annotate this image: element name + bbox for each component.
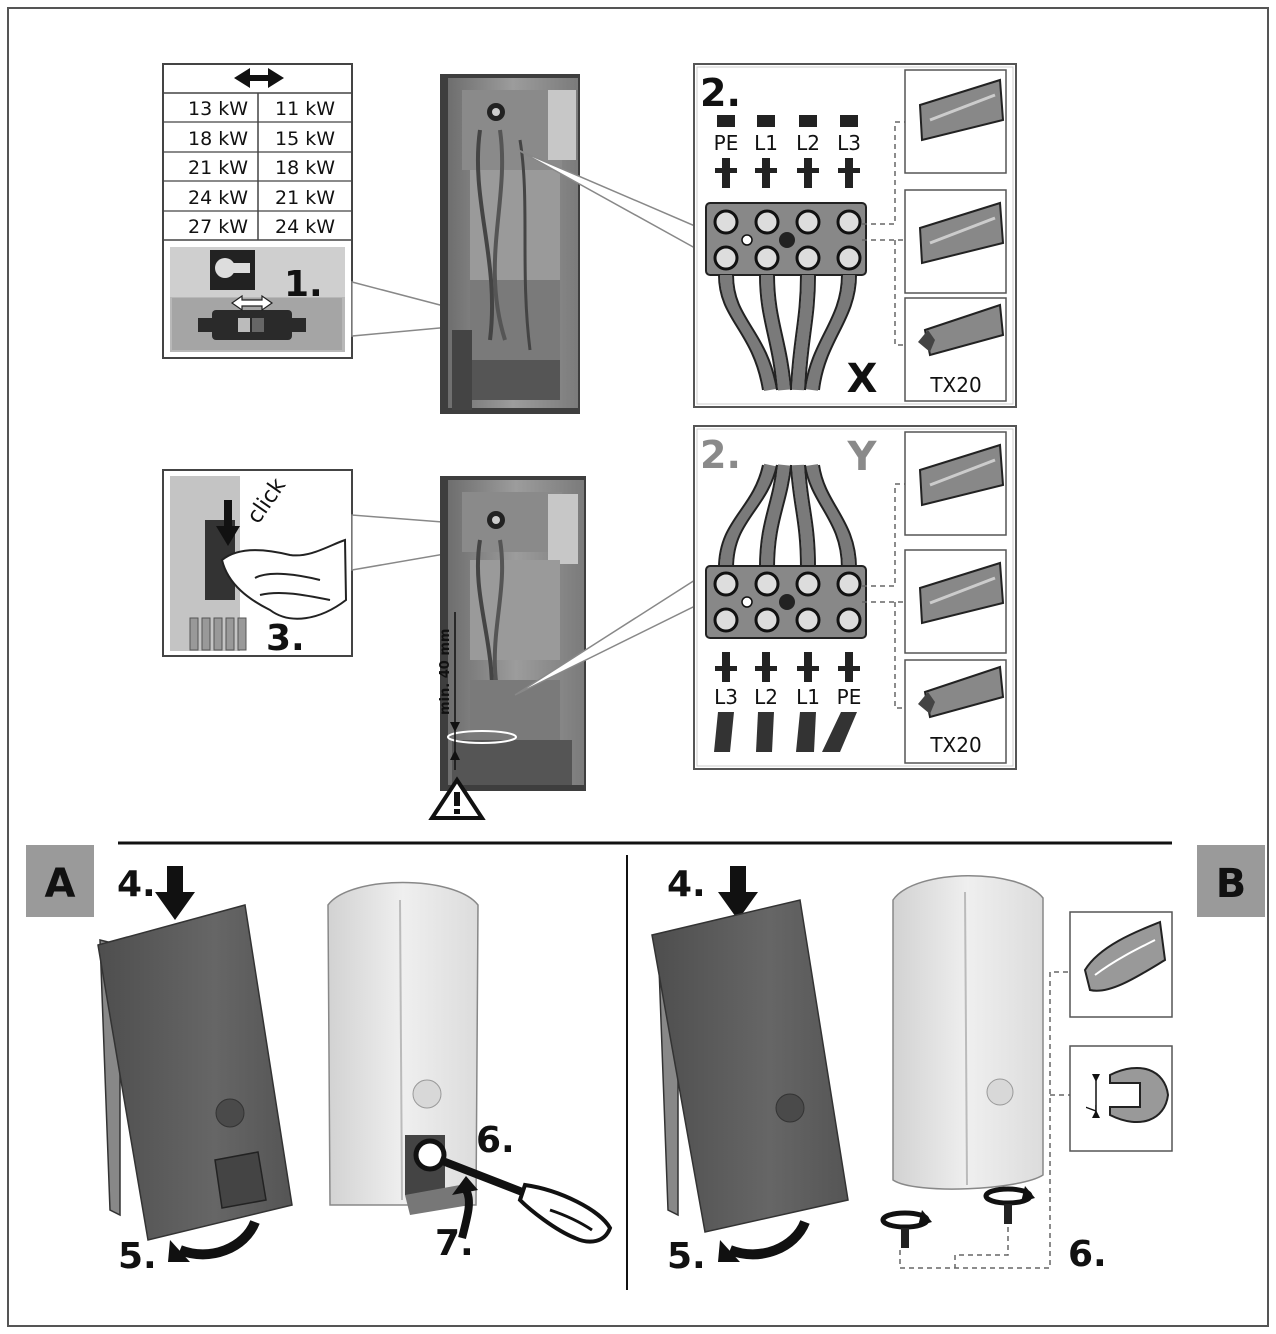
step-6-label-a: 6.	[476, 1120, 515, 1161]
step-2-label-y: 2.	[700, 433, 741, 477]
power-cell-right: 15 kW	[275, 128, 335, 150]
svg-text:L3: L3	[714, 685, 738, 709]
flat-screwdriver-icon	[904, 549, 1007, 654]
power-selector-panel: 13 kW 11 kW 18 kW 15 kW 21 kW 18 kW 24 k…	[162, 63, 353, 359]
flat-screwdriver-icon	[904, 69, 1007, 174]
terminal-panel-y: 2. Y L3	[693, 425, 1017, 770]
svg-text:PE: PE	[714, 131, 739, 155]
terminal-label-l2: L2	[796, 115, 820, 188]
variant-y-label: Y	[847, 434, 878, 480]
terminal-label-l2-y: L2	[754, 652, 778, 709]
power-cell-right: 11 kW	[275, 98, 335, 120]
step-1-label: 1.	[284, 264, 323, 305]
step-4-label-b: 4.	[667, 864, 706, 905]
power-table-row: 21 kW 18 kW	[188, 157, 335, 179]
click-panel: click 3.	[162, 469, 353, 659]
dark-cover-b	[651, 899, 849, 1233]
step-5-label-b: 5.	[667, 1236, 706, 1277]
hand-icon	[220, 538, 348, 620]
cables-x	[720, 274, 855, 392]
power-cell-left: 27 kW	[188, 216, 248, 238]
swing-arrow-icon	[168, 1219, 260, 1262]
torx-screwdriver-icon: TX20	[904, 297, 1007, 402]
cables-y	[720, 463, 855, 569]
section-b-badge: B	[1197, 845, 1265, 917]
power-cell-left: 21 kW	[188, 157, 248, 179]
svg-text:A: A	[45, 861, 76, 907]
step-7-label-a: 7.	[435, 1223, 474, 1264]
svg-text:L3: L3	[837, 131, 861, 155]
step-2-label: 2.	[700, 71, 741, 115]
warning-icon	[428, 776, 486, 820]
heat-fins	[189, 617, 247, 651]
rotate-screw-icon	[880, 1186, 1035, 1248]
min-distance-marker: min. 40 mm	[438, 612, 460, 770]
screwdriver-icon	[413, 1138, 613, 1244]
push-down-arrow-icon	[718, 866, 758, 920]
svg-text:L2: L2	[754, 685, 778, 709]
open-water-heater-top	[440, 74, 580, 414]
svg-text:L1: L1	[796, 685, 820, 709]
section-a-badge: A	[26, 845, 94, 917]
tool-tx20-label: TX20	[929, 373, 981, 397]
step-4-label-a: 4.	[117, 864, 156, 905]
power-cell-right: 24 kW	[275, 216, 335, 238]
swing-arrow-icon	[718, 1219, 810, 1262]
torx-screwdriver-icon: TX20	[904, 659, 1007, 764]
closed-light-cover-b	[892, 875, 1044, 1190]
min-distance-label: min. 40 mm	[438, 629, 453, 715]
step-5-label-a: 5.	[118, 1236, 157, 1277]
supply-cables-y	[714, 712, 857, 752]
power-table-row: 18 kW 15 kW	[188, 128, 335, 150]
power-cell-left: 13 kW	[188, 98, 248, 120]
power-cell-left: 24 kW	[188, 187, 248, 209]
spanner-icon: 7	[1069, 1045, 1173, 1152]
press-down-arrow-icon	[216, 500, 240, 546]
double-arrow-icon	[234, 68, 284, 88]
slide-direction-icon	[230, 294, 274, 312]
dark-cover-a	[97, 904, 293, 1241]
step-6-label-b: 6.	[1068, 1234, 1107, 1275]
svg-text:PE: PE	[837, 685, 862, 709]
power-table-row: 27 kW 24 kW	[188, 216, 335, 238]
open-water-heater-bottom	[440, 476, 586, 791]
terminal-block-x	[705, 202, 867, 276]
svg-text:L2: L2	[796, 131, 820, 155]
step-3-label: 3.	[266, 618, 305, 659]
turn-arrow-icon	[452, 1176, 478, 1240]
terminal-label-l1: L1	[754, 115, 778, 188]
svg-text:L1: L1	[754, 131, 778, 155]
terminal-label-l1-y: L1	[796, 652, 820, 709]
push-down-arrow-icon	[155, 866, 195, 920]
outer-frame	[7, 7, 1269, 1327]
flat-screwdriver-icon	[904, 431, 1007, 536]
selector-switch-photo	[170, 247, 345, 352]
terminal-label-l3: L3	[837, 115, 861, 188]
tool-tx20-label: TX20	[929, 733, 981, 757]
power-table-row: 13 kW 11 kW	[188, 98, 335, 120]
flat-screwdriver-icon	[904, 189, 1007, 294]
phillips-screwdriver-icon	[1069, 911, 1173, 1018]
terminal-panel-x: 2. PE L1 L2 L3	[693, 63, 1017, 408]
spanner-size-label: 7	[1082, 1104, 1098, 1113]
power-cell-right: 21 kW	[275, 187, 335, 209]
terminal-label-pe-y: PE	[837, 652, 862, 709]
svg-text:B: B	[1216, 861, 1247, 907]
power-cell-right: 18 kW	[275, 157, 335, 179]
terminal-label-pe: PE	[714, 115, 739, 188]
variant-x-label: X	[847, 356, 878, 402]
terminal-block-y	[705, 565, 867, 639]
terminal-label-l3-y: L3	[714, 652, 738, 709]
power-cell-left: 18 kW	[188, 128, 248, 150]
power-table-row: 24 kW 21 kW	[188, 187, 335, 209]
